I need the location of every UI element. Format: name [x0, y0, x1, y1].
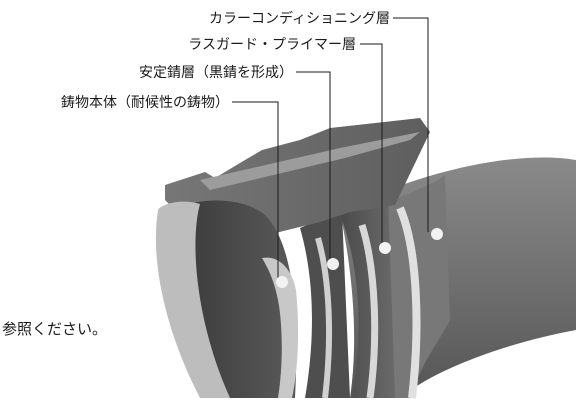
leader-body [232, 101, 279, 280]
label-stable-rust: 安定錆層（黒錆を形成） [139, 64, 293, 81]
leader-rust-guard [360, 43, 383, 244]
label-color-layer: カラーコンディショニング層 [209, 10, 390, 27]
marker-stable-rust [327, 258, 339, 270]
color-layer-boundary [396, 206, 421, 399]
label-rust-guard: ラスガード・プライマー層 [188, 37, 356, 53]
pipe-inner-cavity [184, 200, 297, 398]
layer-stable-rust [300, 212, 350, 398]
cast-body-section [155, 201, 230, 398]
marker-body [276, 276, 288, 288]
rust-guard-boundary [358, 223, 379, 399]
label-body: 鋳物本体（耐候性の鋳物） [61, 94, 229, 111]
cast-body-rim-right [262, 257, 299, 398]
reference-note: 参照ください。 [2, 320, 108, 338]
pipe-top-face [200, 132, 420, 190]
leader-color-layer [393, 17, 429, 232]
marker-rust-guard [379, 242, 391, 254]
marker-color-layer [431, 228, 443, 240]
stable-rust-boundary [315, 237, 333, 399]
leader-stable-rust [296, 71, 331, 262]
